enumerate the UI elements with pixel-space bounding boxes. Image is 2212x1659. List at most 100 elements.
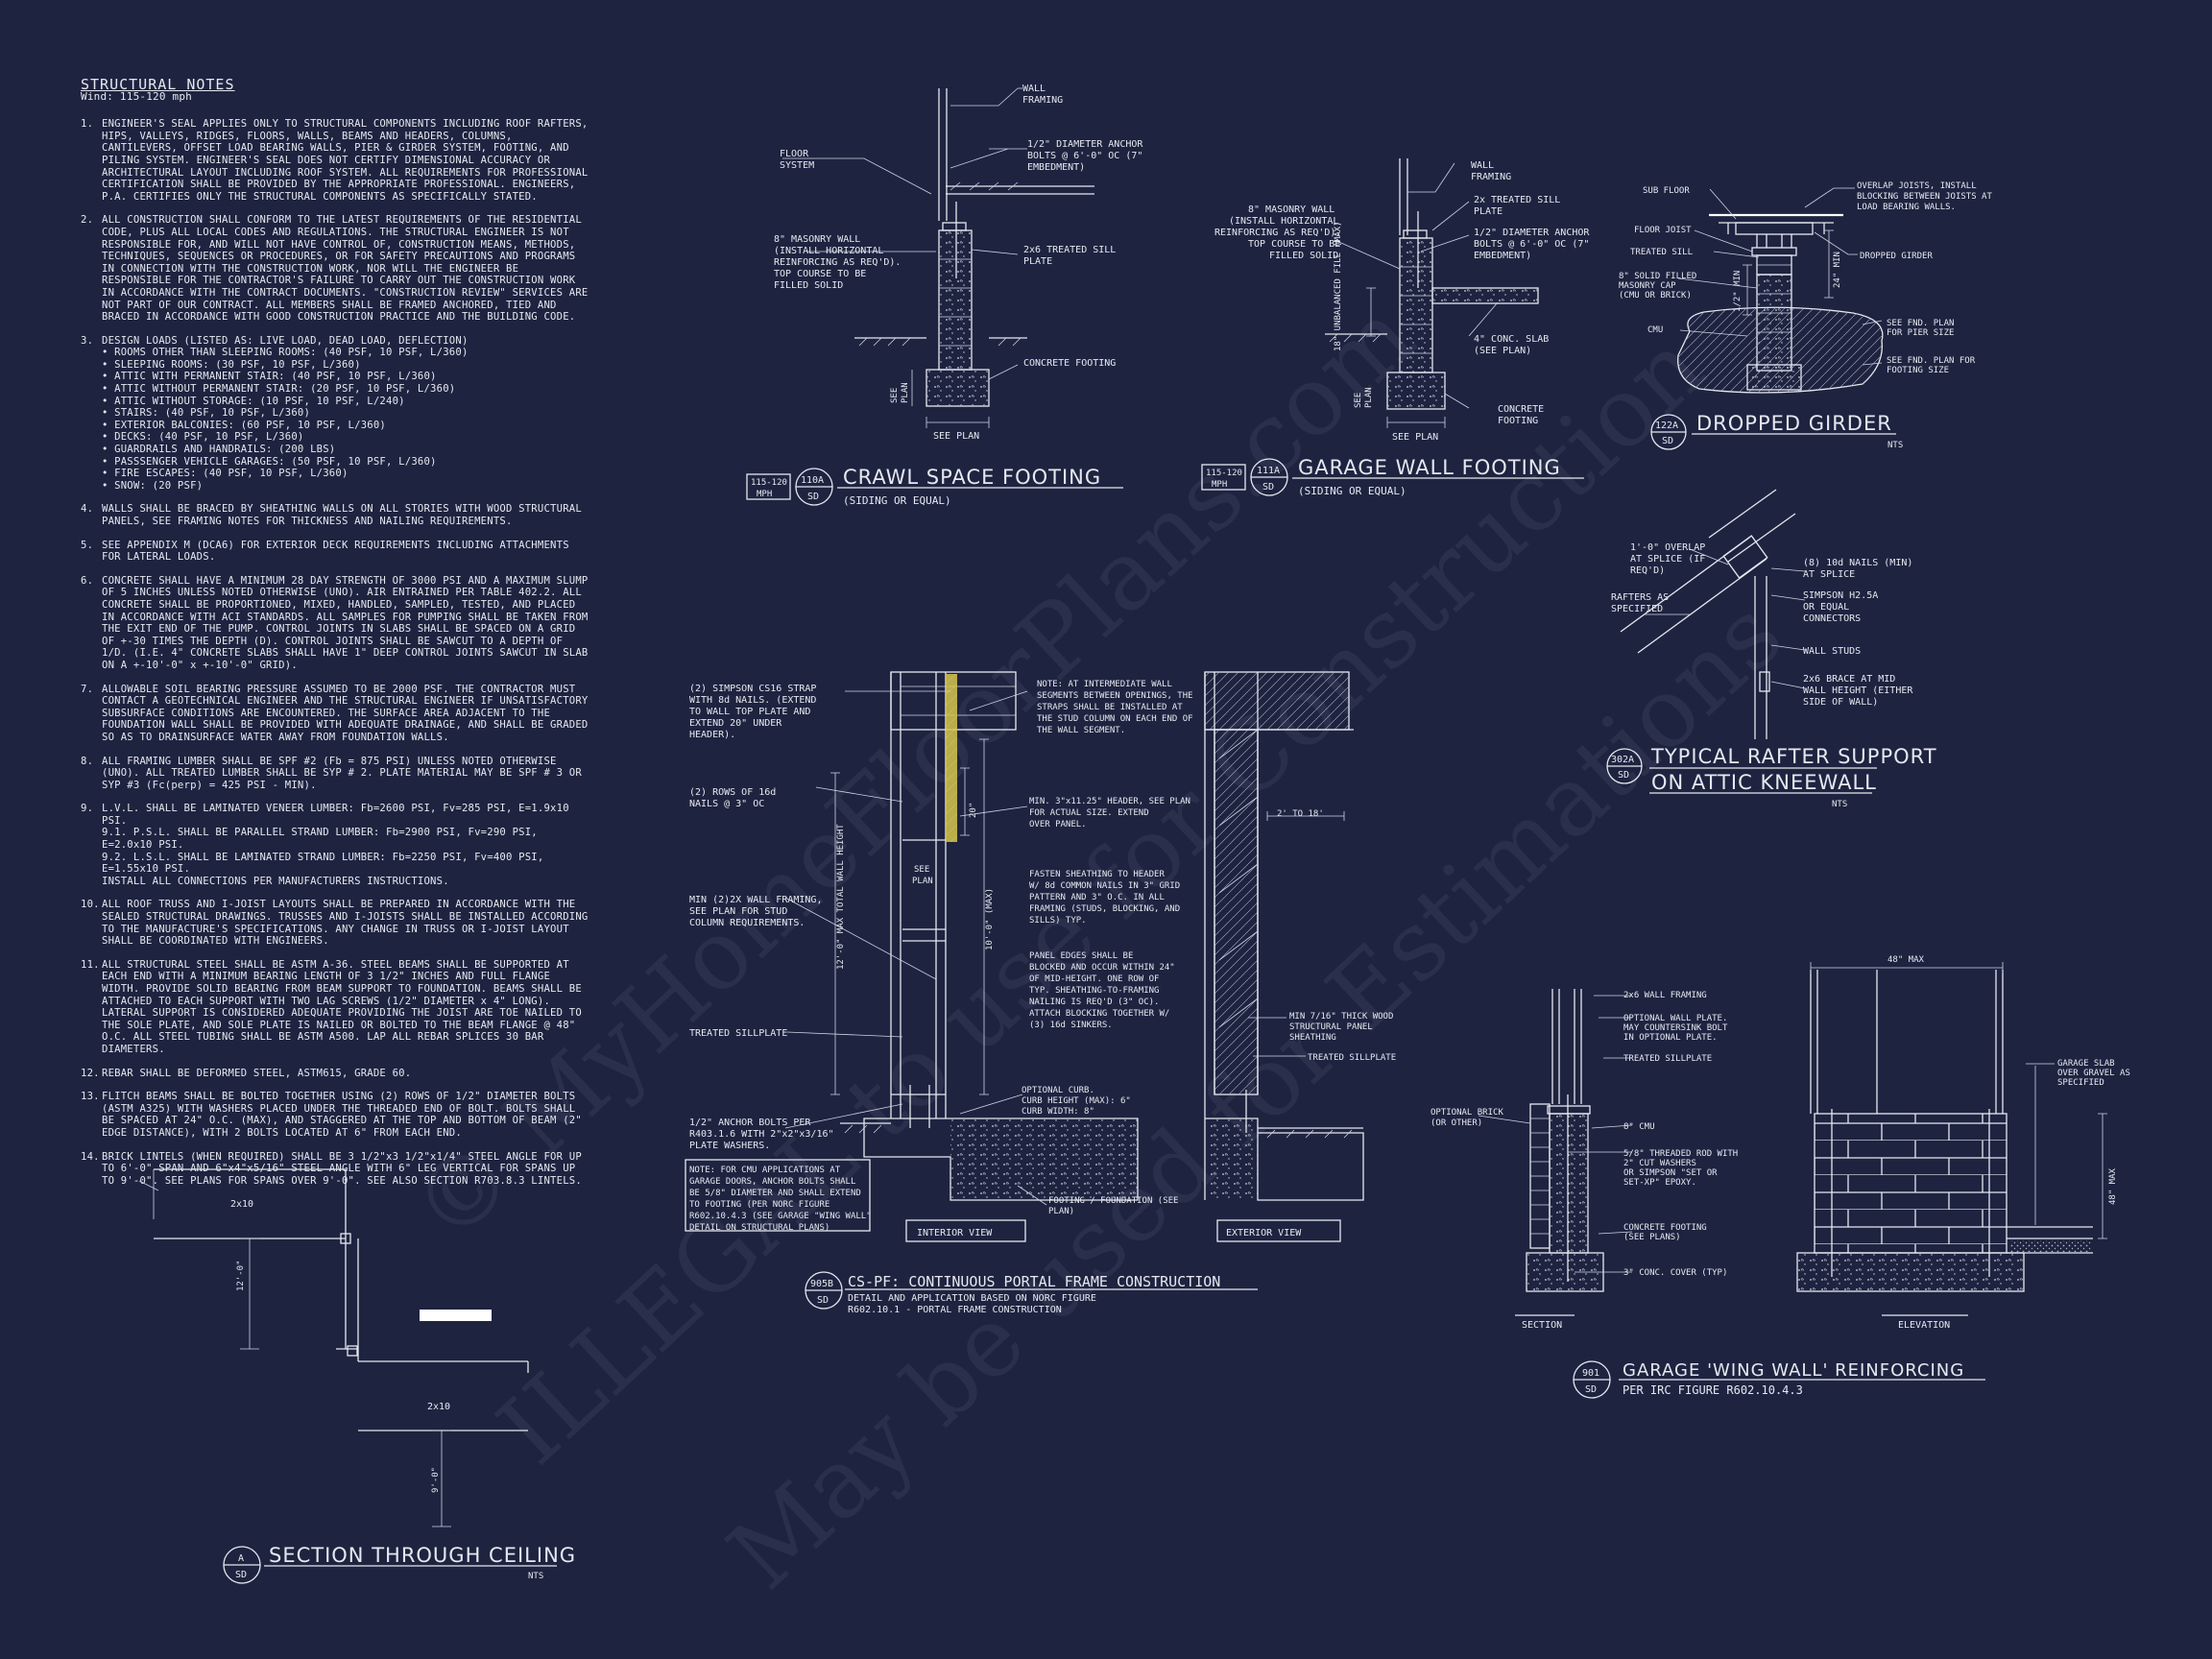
crawl-labels-mas3-label: REINFORCING AS REQ'D).: [774, 257, 901, 268]
bullet-icon: •: [102, 347, 115, 359]
structural-notes: STRUCTURAL NOTES Wind: 115-120 mph 1.ENG…: [81, 76, 589, 1198]
portal-labels-strap1-label: (2) SIMPSON CS16 STRAP: [689, 684, 816, 694]
girder-labels-half-label: 1/2" MIN: [1733, 271, 1743, 312]
bullet-icon: •: [102, 444, 115, 456]
note-item: 8.ALL FRAMING LUMBER SHALL BE SPF #2 (Fb…: [81, 756, 589, 792]
note-item: 5.SEE APPENDIX M (DCA6) FOR EXTERIOR DEC…: [81, 540, 589, 564]
portal-labels-pan3-label: OF MID-HEIGHT. ONE ROW OF: [1029, 974, 1159, 984]
note-text: ALLOWABLE SOIL BEARING PRESSURE ASSUMED …: [102, 684, 589, 744]
portal-labels-note3-label: BE 5/8" DIAMETER AND SHALL EXTEND: [689, 1189, 861, 1198]
crawl-labels-mas2-label: (INSTALL HORIZONTAL: [774, 246, 883, 256]
garage-labels-plan-label: PLAN: [1364, 387, 1374, 408]
note-bullet-text: PASSSENGER VEHICLE GARAGES: (50 PSF, 10 …: [114, 455, 437, 468]
ceiling-labels-bot-label: 2x10: [427, 1402, 450, 1412]
portal-labels-strap2-label: WITH 8d NAILS. (EXTEND: [689, 695, 816, 706]
rafter-detail-label: 302A: [1611, 755, 1634, 765]
note-body: CONCRETE SHALL HAVE A MINIMUM 28 DAY STR…: [102, 574, 589, 671]
portal-sub2-label: R602.10.1 - PORTAL FRAME CONSTRUCTION: [848, 1305, 1062, 1315]
note-body: ALL FRAMING LUMBER SHALL BE SPF #2 (Fb =…: [102, 755, 582, 791]
portal-labels-strap5-label: HEADER).: [689, 730, 735, 740]
note-text: FLITCH BEAMS SHALL BE BOLTED TOGETHER US…: [102, 1091, 589, 1139]
crawl-sheet-label: SD: [807, 492, 819, 502]
portal-labels-pan6-label: ATTACH BLOCKING TOGETHER W/: [1029, 1009, 1169, 1019]
crawl-labels-anchor2-label: BOLTS @ 6'-0" OC (7": [1027, 151, 1142, 161]
crawl-labels-system-label: SYSTEM: [780, 160, 814, 171]
note-bullet-text: GUARDRAILS AND HANDRAILS: (200 LBS): [114, 444, 336, 456]
wing-labels-rod3-label: OR SIMPSON "SET OR: [1623, 1168, 1718, 1178]
bullet-icon: •: [102, 358, 115, 371]
notes-title: STRUCTURAL NOTES: [81, 76, 235, 93]
notes-list: 1.ENGINEER'S SEAL APPLIES ONLY TO STRUCT…: [81, 118, 589, 1187]
portal-labels-hdr3-label: OVER PANEL.: [1029, 820, 1087, 830]
rafter-labels-nail1-label: (8) 10d NAILS (MIN): [1803, 558, 1912, 568]
crawl-subtitle-label: (SIDING OR EQUAL): [843, 494, 951, 507]
portal-labels-fast1-label: FASTEN SHEATHING TO HEADER: [1029, 870, 1165, 879]
ceiling-labels-dim2-label: 9'-0": [431, 1467, 441, 1493]
portal-labels-seg1-label: NOTE: AT INTERMEDIATE WALL: [1037, 680, 1172, 689]
wing-labels-ftg2-label: (SEE PLANS): [1623, 1233, 1681, 1242]
bullet-icon: •: [102, 479, 115, 492]
portal-labels-note5-label: R602.10.4.3 (SEE GARAGE "WING WALL": [689, 1212, 872, 1221]
wing-elevation-label: ELEVATION: [1898, 1320, 1950, 1331]
portal-labels-sill2-label: TREATED SILLPLATE: [1308, 1053, 1396, 1063]
portal-sub1-label: DETAIL AND APPLICATION BASED ON NORC FIG…: [848, 1293, 1096, 1304]
garage-detail-label: 111A: [1257, 466, 1280, 476]
note-bullet-text: SNOW: (20 PSF): [114, 479, 204, 492]
rafter-labels-simp3-label: CONNECTORS: [1803, 613, 1861, 624]
crawl-mph1-label: 115-120: [751, 478, 787, 488]
crawl-labels-mas1-label: 8" MASONRY WALL: [774, 234, 860, 245]
rafter-labels-brace2-label: WALL HEIGHT (EITHER: [1803, 685, 1913, 696]
note-body: ALL CONSTRUCTION SHALL CONFORM TO THE LA…: [102, 214, 589, 324]
garage-labels-fill-label: 18" UNBALANCED FILL (MAX): [1334, 222, 1343, 351]
garage-title-label: GARAGE WALL FOOTING: [1298, 456, 1561, 479]
girder-labels-ftg1-label: SEE FND. PLAN FOR: [1887, 356, 1976, 366]
garage-labels-mas5-label: FILLED SOLID: [1269, 251, 1338, 261]
portal-labels-fnd2-label: PLAN): [1048, 1207, 1074, 1216]
portal-labels-pan5-label: NAILING IS REQ'D (3" OC).: [1029, 998, 1159, 1007]
note-body: ENGINEER'S SEAL APPLIES ONLY TO STRUCTUR…: [102, 118, 589, 203]
girder-labels-overlap1-label: OVERLAP JOISTS, INSTALL: [1857, 181, 1977, 191]
wing-labels-ftg1-label: CONCRETE FOOTING: [1623, 1223, 1707, 1233]
girder-nts-label: NTS: [1887, 441, 1903, 450]
girder-title-label: DROPPED GIRDER: [1696, 412, 1892, 435]
portal-labels-minw3-label: COLUMN REQUIREMENTS.: [689, 918, 805, 928]
crawl-labels-see-label: SEE: [890, 388, 900, 403]
note-text: L.V.L. SHALL BE LAMINATED VENEER LUMBER:…: [102, 803, 589, 887]
portal-interior-label: INTERIOR VIEW: [917, 1228, 993, 1238]
note-number: 7.: [81, 683, 94, 695]
garage-labels-wall-label: WALL: [1471, 160, 1494, 171]
note-bullet-text: ATTIC WITHOUT PERMANENT STAIR: (20 PSF, …: [114, 383, 456, 396]
portal-title-label: CS-PF: CONTINUOUS PORTAL FRAME CONSTRUCT…: [848, 1273, 1220, 1290]
portal-labels-pan7-label: (3) 16d SINKERS.: [1029, 1021, 1113, 1030]
bullet-icon: •: [102, 431, 115, 444]
portal-sheet-label: SD: [817, 1295, 829, 1306]
rafter-labels-brace1-label: 2x6 BRACE AT MID: [1803, 674, 1895, 685]
portal-labels-see-label: SEE: [914, 865, 929, 875]
crawl-labels-framing-label: FRAMING: [1022, 95, 1063, 106]
ceiling-labels-top-label: 2x10: [230, 1199, 253, 1210]
portal-labels-strap4-label: EXTEND 20" UNDER: [689, 718, 782, 729]
crawl-labels-sill2-label: PLATE: [1023, 256, 1052, 267]
crawl-mph2-label: MPH: [757, 490, 772, 499]
girder-labels-cap2-label: MASONRY CAP: [1619, 281, 1676, 291]
note-item: 7. ALLOWABLE SOIL BEARING PRESSURE ASSUME…: [81, 684, 589, 744]
crawl-space-footing-detail: WALL FRAMING FLOOR SYSTEM 1/2" DIAMETER …: [746, 84, 1143, 507]
girder-labels-joist-label: FLOOR JOIST: [1634, 226, 1692, 235]
wing-wall-detail: 2x6 WALL FRAMING OPTIONAL WALL PLATE. MA…: [1431, 955, 2130, 1399]
note-item: 13.FLITCH BEAMS SHALL BE BOLTED TOGETHER…: [81, 1091, 589, 1139]
note-number: 10.: [81, 899, 100, 911]
wing-section-label: SECTION: [1522, 1320, 1562, 1331]
girder-labels-cmu-label: CMU: [1647, 325, 1663, 335]
note-bullet: • SLEEPING ROOMS: (30 PSF, 10 PSF, L/360…: [102, 359, 589, 372]
note-number: 5.: [81, 539, 94, 551]
crawl-labels-footing-label: CONCRETE FOOTING: [1023, 358, 1116, 369]
notes-wind: Wind: 115-120 mph: [81, 89, 192, 103]
wing-title-label: GARAGE 'WING WALL' REINFORCING: [1623, 1360, 1964, 1381]
garage-labels-mas2-label: (INSTALL HORIZONTAL: [1229, 216, 1338, 227]
wing-labels-max48-label: 48" MAX: [1887, 955, 1925, 965]
wing-detail-label: 901: [1582, 1368, 1599, 1379]
note-number: 14.: [81, 1150, 100, 1163]
girder-labels-pier1-label: SEE FND. PLAN: [1887, 319, 1954, 328]
crawl-labels-sill1-label: 2x6 TREATED SILL: [1023, 245, 1116, 255]
note-text: ALL ROOF TRUSS AND I-JOIST LAYOUTS SHALL…: [102, 899, 589, 947]
